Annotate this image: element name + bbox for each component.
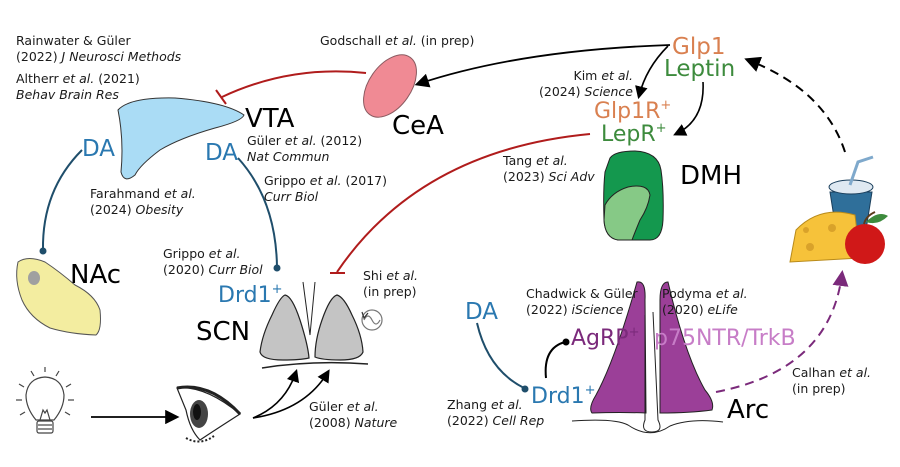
- citation-guler2008: (2008) Nature: [309, 415, 398, 430]
- citation-rainwater: (2022) J Neurosci Methods: [16, 49, 182, 64]
- scn-region: [259, 281, 369, 369]
- citations: Rainwater & Güler(2022) J Neurosci Metho…: [16, 33, 871, 430]
- agrp-label: AgRP+: [571, 325, 639, 351]
- da-label: DA: [205, 140, 238, 166]
- cea-region: [363, 54, 417, 118]
- citation-farahmand: Farahmand et al.: [90, 186, 196, 201]
- citation-chadwick: (2022) iScience: [526, 302, 624, 317]
- citation-zhang: Zhang et al.: [447, 397, 523, 412]
- synapse-dot: [562, 338, 570, 346]
- drd1-arc-label: Drd1+: [531, 383, 595, 409]
- eye-to-scn-arrow: [252, 368, 300, 419]
- glp1-to-cea-arrow: [414, 44, 671, 88]
- citation-altherr: Behav Brain Res: [16, 87, 119, 102]
- citation-grippo2020: Grippo et al.: [163, 246, 240, 261]
- citation-grippo2017: Grippo et al. (2017): [264, 173, 387, 188]
- lepr-label: LepR+: [601, 121, 667, 147]
- citation-altherr: Altherr et al. (2021): [16, 71, 140, 86]
- citation-zhang: (2022) Cell Rep: [447, 413, 544, 428]
- glp1r-label: Glp1R+: [594, 98, 671, 124]
- synapse-dot: [39, 247, 47, 255]
- food-drink-icon: [789, 155, 888, 264]
- arc-label: Arc: [727, 395, 769, 425]
- da-to-arc-drd1-projection: [476, 322, 525, 389]
- citation-godschall: Godschall et al. (in prep): [320, 33, 474, 48]
- citation-shi: (in prep): [363, 284, 417, 299]
- da-label: DA: [82, 136, 115, 162]
- leptin-to-lepr-arrow: [673, 81, 704, 136]
- citation-podyma: Podyma et al.: [662, 286, 748, 301]
- citation-tang: Tang et al.: [502, 153, 568, 168]
- leptin-label: Leptin: [664, 56, 735, 82]
- da-to-scn-projection: [237, 157, 278, 268]
- nac-label: NAc: [70, 260, 121, 290]
- scn-label: SCN: [196, 317, 250, 347]
- synapse-dot: [521, 385, 529, 393]
- citation-grippo2017: Curr Biol: [264, 189, 319, 204]
- glp1-to-glp1r-arrow: [635, 45, 669, 100]
- citation-kim: Kim et al.: [574, 68, 634, 83]
- glp1-label: Glp1: [672, 34, 725, 60]
- vta-region: [117, 97, 245, 180]
- citation-kim: (2024) Science: [539, 84, 633, 99]
- lightbulb-icon: [16, 367, 74, 434]
- nac-core: [28, 271, 40, 285]
- citation-guler2008: Güler et al.: [309, 399, 379, 414]
- da-label: DA: [465, 299, 498, 325]
- citation-chadwick: Chadwick & Güler: [526, 286, 639, 301]
- food-to-hormones-dashed-arrow: [744, 56, 846, 153]
- citation-calhan: Calhan et al.: [792, 365, 871, 380]
- cea-label: CeA: [392, 111, 444, 141]
- circadian-oscillation-icon: [361, 309, 383, 331]
- dmh-label: DMH: [680, 161, 742, 191]
- citation-guler2012: Nat Commun: [247, 149, 330, 164]
- citation-rainwater: Rainwater & Güler: [16, 33, 132, 48]
- citation-tang: (2023) Sci Adv: [503, 169, 595, 184]
- synapse-dot: [273, 264, 281, 272]
- drd1-scn-label: Drd1+: [218, 282, 282, 308]
- arc-region: [571, 281, 724, 434]
- dmh-region: [603, 150, 664, 241]
- cea-to-vta-inhibition: [221, 70, 367, 98]
- citation-grippo2020: (2020) Curr Biol: [163, 262, 263, 277]
- vta-label: VTA: [245, 104, 295, 134]
- eye-icon: [176, 385, 242, 443]
- da-to-nac-projection: [41, 149, 83, 251]
- inhibition-bar: [215, 89, 227, 105]
- eye-to-scn-arrow: [252, 369, 330, 419]
- dmh-to-scn-inhibition: [336, 133, 591, 273]
- citation-guler2012: Güler et al. (2012): [247, 133, 362, 148]
- p75ntr-trkb-label: p75NTR/TrkB: [654, 326, 796, 351]
- citation-podyma: (2020) eLife: [662, 302, 738, 317]
- citation-shi: Shi et al.: [363, 268, 418, 283]
- citation-farahmand: (2024) Obesity: [90, 202, 184, 217]
- drd1-to-agrp-projection: [544, 341, 566, 379]
- citation-calhan: (in prep): [792, 381, 846, 396]
- arc-to-food-dashed-arrow: [715, 270, 849, 393]
